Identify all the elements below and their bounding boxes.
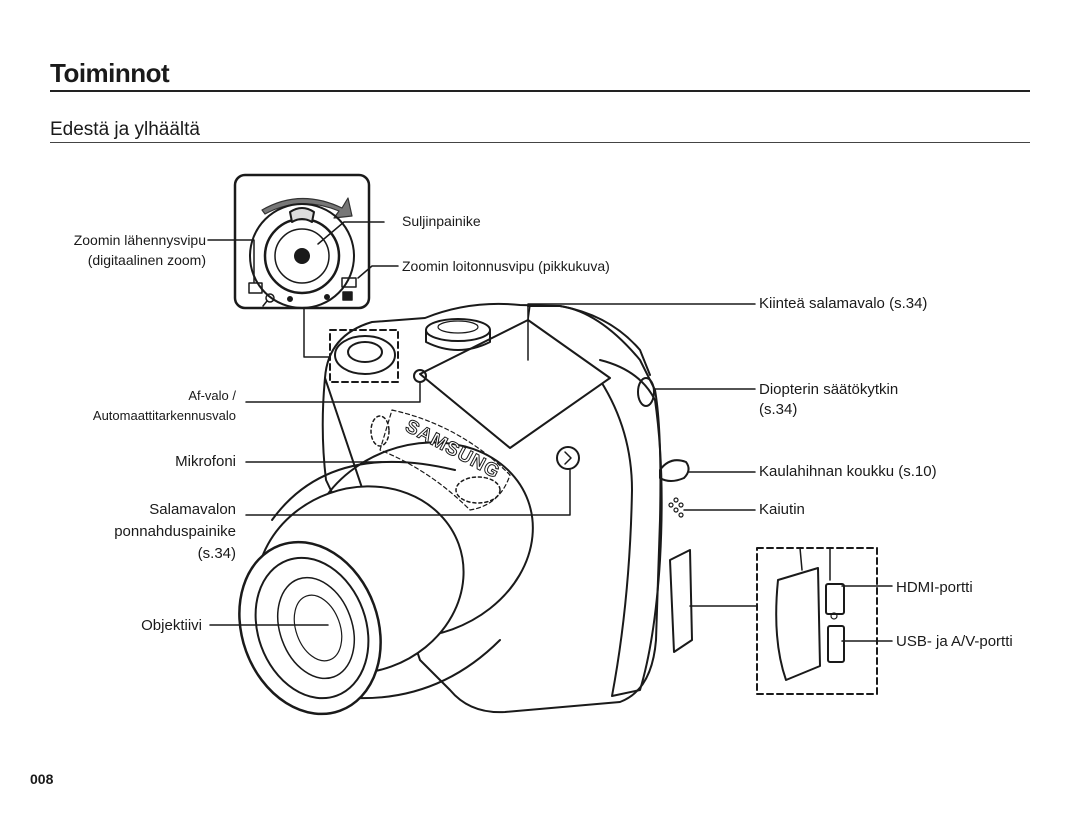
shutter-button-inner [274,228,330,284]
speaker-label: Kaiutin [759,501,805,518]
logo-band [379,409,511,511]
shutter-button-dot [294,248,310,264]
diopter-sublabel: (s.34) [759,401,798,418]
strap-eyelet-label: Kaulahihnan koukku (s.10) [759,463,937,480]
lens-glass [277,576,355,680]
side-door [669,549,693,653]
flash-head [419,319,611,449]
zoom-inset-frame [233,173,371,310]
section-subtitle: Edestä ja ylhäältä [50,119,200,140]
zoom-in-lever-label: Zoomin lähennysvipu [73,232,206,248]
flash-popup-label-3: (s.34) [197,545,236,562]
zoom-out-lever-label: Zoomin loitonnusvipu (pikkukuva) [402,258,610,274]
port-door [775,567,821,681]
inset-connector [303,307,331,358]
lens-label: Objektiivi [141,617,202,634]
wide-icon [341,277,357,288]
body-shutter [334,335,396,375]
grip [599,359,663,697]
leader-lines [207,221,893,642]
viewfinder-hump [527,305,651,376]
usb-av-port-label: USB- ja A/V-portti [896,633,1013,650]
title-rule [50,90,1030,92]
usb-slot [827,625,845,663]
thumbnail-icon [342,291,353,301]
hdmi-slot [825,583,845,615]
shutter-button-label: Suljinpainike [402,213,481,229]
camera-body [324,302,662,714]
flash-label: Kiinteä salamavalo (s.34) [759,295,928,312]
af-lamp-sublabel: Automaattitarkennusvalo [92,408,236,423]
mic-holes-left [370,415,390,447]
microphone-label: Mikrofoni [175,453,236,470]
port-inset-frame [756,547,878,695]
flash-popup-label-2: ponnahduspainike [114,523,236,540]
lens-front-inner [254,556,370,700]
speaker-holes [668,497,684,518]
strap-eyelet [659,459,690,482]
flash-popup-button [556,446,580,470]
page-number: 008 [30,771,54,787]
shutter-highlight-box [329,329,399,383]
zoom-in-lever-sublabel: (digitaalinen zoom) [87,252,206,268]
diopter-label: Diopterin säätökytkin [759,381,899,398]
hdmi-port-label: HDMI-portti [896,579,973,596]
mic-holes-right [455,476,501,504]
flash-popup-label: Salamavalon [149,501,236,518]
subtitle-rule [50,142,1030,143]
tele-icon [248,282,263,294]
diopter-dial [637,377,655,407]
mode-dial [425,318,491,342]
zoom-lever-tab [289,207,315,223]
af-lamp-label: Af-valo / [188,388,236,403]
page-title: Toiminnot [50,58,170,88]
zoom-ring [249,203,355,309]
magnifier-icon [265,293,275,303]
